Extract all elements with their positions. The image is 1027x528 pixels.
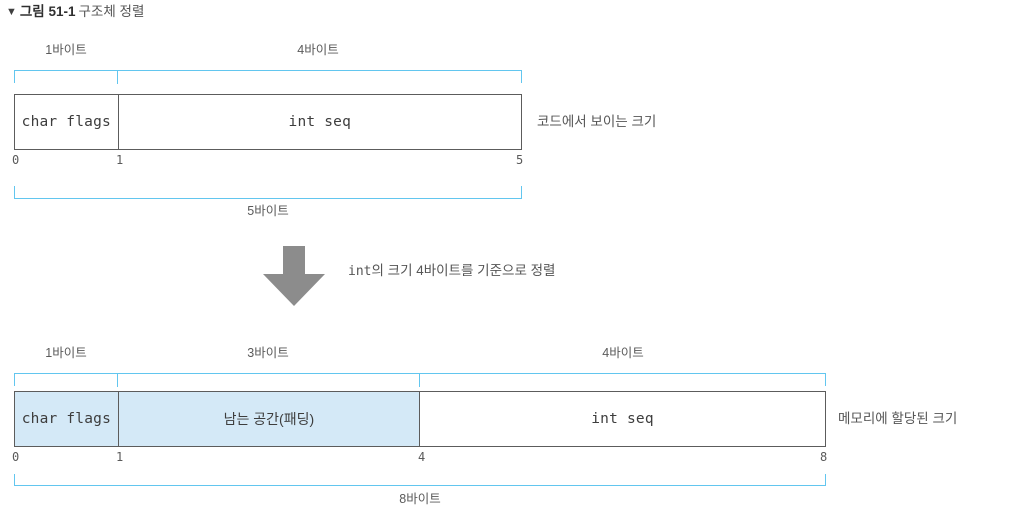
bottom-top-bracket-tick-4: [419, 374, 421, 387]
alignment-note-type: int: [348, 264, 372, 279]
side-note-memory-size: 메모리에 할당된 크기: [838, 411, 958, 426]
tick-number-5: 5: [516, 153, 524, 167]
bottom-tick-number-8: 8: [820, 450, 828, 464]
bottom-tick-number-4: 4: [418, 450, 426, 464]
side-note-code-size: 코드에서 보이는 크기: [537, 114, 657, 129]
total-size-label-8byte: 8바이트: [399, 492, 441, 506]
struct-box-code-view: char flags int seq: [14, 94, 522, 150]
struct-box-memory-view: char flags 남는 공간(패딩) int seq: [14, 391, 826, 447]
alignment-note: int의 크기 4바이트를 기준으로 정렬: [348, 262, 555, 281]
down-arrow-icon: [263, 246, 325, 311]
figure-number: 그림 51-1: [19, 4, 76, 19]
top-bracket: [14, 70, 522, 84]
bottom-top-bracket-tick-1: [117, 374, 119, 387]
cell-char-flags-padded[interactable]: char flags: [15, 392, 119, 446]
tick-number-1: 1: [116, 153, 124, 167]
bottom-bracket: [14, 186, 522, 199]
cell-char-flags[interactable]: char flags: [15, 95, 119, 149]
bottom-size-label-4byte: 4바이트: [602, 346, 644, 360]
bottom-tick-number-0: 0: [12, 450, 20, 464]
top-size-label-4byte: 4바이트: [297, 43, 339, 57]
tick-number-0: 0: [12, 153, 20, 167]
top-size-label-1byte: 1바이트: [45, 43, 87, 57]
total-size-label-5byte: 5바이트: [247, 204, 289, 218]
cell-padding[interactable]: 남는 공간(패딩): [118, 392, 420, 446]
bottom-size-label-1byte: 1바이트: [45, 346, 87, 360]
bottom-top-bracket: [14, 373, 826, 387]
figure-title: 구조체 정렬: [78, 4, 145, 19]
collapse-triangle-icon[interactable]: ▼: [6, 6, 17, 18]
cell-int-seq-aligned[interactable]: int seq: [591, 411, 654, 427]
bottom-tick-number-1: 1: [116, 450, 124, 464]
bottom-size-label-3byte: 3바이트: [247, 346, 289, 360]
top-bracket-tick-1: [117, 71, 119, 84]
bottom-bottom-bracket: [14, 474, 826, 486]
alignment-note-text: 의 크기 4바이트를 기준으로 정렬: [371, 263, 556, 278]
cell-int-seq[interactable]: int seq: [288, 114, 352, 130]
